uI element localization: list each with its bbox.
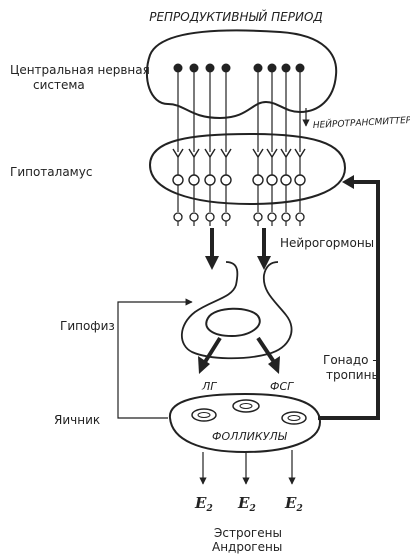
cns-neuron-body bbox=[205, 63, 215, 73]
fsh-label: ФСГ bbox=[270, 380, 294, 393]
neurohormones-label: Нейрогормоны bbox=[280, 236, 374, 250]
ovary-shape bbox=[168, 392, 322, 454]
follicles-label: ФОЛЛИКУЛЫ bbox=[212, 430, 288, 443]
neuron-chain bbox=[280, 72, 292, 226]
cns-neurons bbox=[173, 63, 305, 73]
diagram-title: РЕПРОДУКТИВНЫЙ ПЕРИОД bbox=[149, 9, 323, 24]
hypothalamus-label: Гипоталамус bbox=[10, 165, 92, 179]
neurotransmitters-label: НЕЙРОТРАНСМИТТЕРЫ bbox=[313, 113, 410, 131]
estradiol-1: E2 bbox=[194, 494, 213, 514]
cns-neuron-body bbox=[173, 63, 183, 73]
neurohormone-arrows bbox=[205, 228, 271, 270]
hypothalamic-neuron-chains bbox=[172, 72, 306, 226]
ovarian-feedback-line bbox=[117, 298, 193, 419]
cns-label-line1: Центральная нервная bbox=[10, 63, 150, 77]
estradiol-2: E2 bbox=[237, 494, 256, 514]
estradiol-3: E2 bbox=[284, 494, 303, 514]
androgens-label: Андрогены bbox=[212, 540, 282, 554]
neuron-chain bbox=[220, 72, 232, 226]
gonadotropins-label-line1: Гонадо - bbox=[323, 353, 377, 367]
gonadotropin-feedback-loop bbox=[318, 180, 380, 420]
follicles bbox=[191, 399, 307, 425]
lh-label: ЛГ bbox=[201, 380, 217, 393]
cns-shape bbox=[145, 29, 338, 120]
cns-neuron-body bbox=[253, 63, 263, 73]
estradiol-outputs bbox=[199, 450, 296, 485]
neuron-chain bbox=[188, 72, 200, 226]
cns-neuron-body bbox=[221, 63, 231, 73]
gonadotropins-label-line2: тропины bbox=[326, 368, 381, 382]
cns-label-line2: система bbox=[33, 78, 85, 92]
cns-neuron-body bbox=[267, 63, 277, 73]
estrogens-label: Эстрогены bbox=[214, 526, 282, 540]
neuron-chain bbox=[172, 72, 184, 226]
pituitary-inner-lobe bbox=[205, 307, 261, 338]
gonadotropin-arrows bbox=[198, 336, 280, 374]
hypothalamus-shape bbox=[148, 132, 347, 206]
pituitary-label: Гипофиз bbox=[60, 319, 115, 333]
neuron-chain bbox=[294, 72, 306, 226]
neuron-chain bbox=[252, 72, 264, 226]
cns-neuron-body bbox=[295, 63, 305, 73]
cns-neuron-body bbox=[281, 63, 291, 73]
cns-neuron-body bbox=[189, 63, 199, 73]
ovary-label: Яичник bbox=[54, 413, 100, 427]
neuron-chain bbox=[204, 72, 216, 226]
gonadotropin-feedback-arrowhead bbox=[342, 175, 354, 189]
neuron-chain bbox=[266, 72, 278, 226]
pituitary-shape bbox=[180, 261, 293, 360]
